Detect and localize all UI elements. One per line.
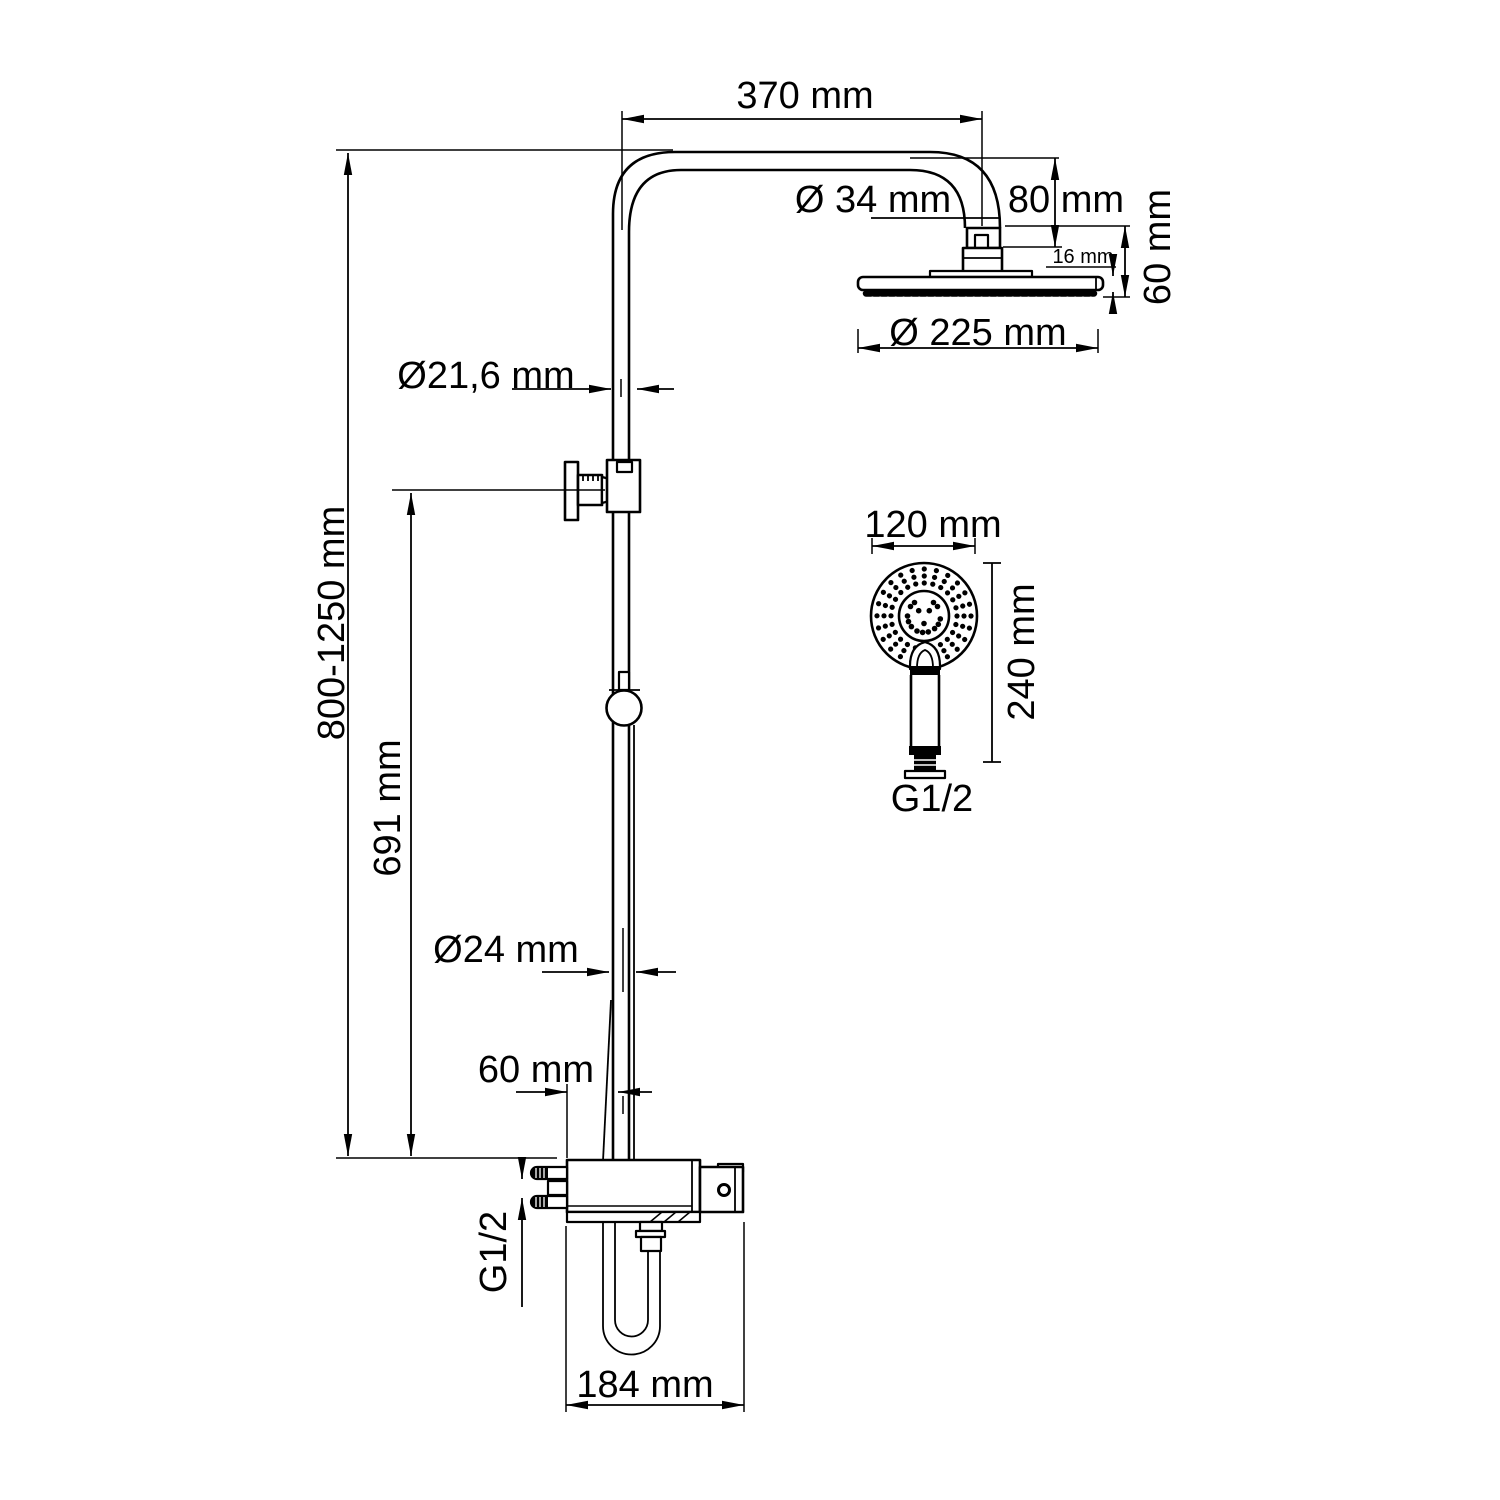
inlet-stub-top	[529, 1165, 569, 1181]
handle-screw	[717, 1183, 731, 1197]
mixer-handle-block	[698, 1165, 745, 1214]
dim-label-pipe-wall-offset: 60 mm	[478, 1049, 594, 1091]
dim-label-handshower-length: 240 mm	[1001, 583, 1043, 720]
dim-label-head-diameter: Ø 225 mm	[889, 312, 1066, 354]
overhead-shower	[856, 226, 1105, 297]
handle-flange	[903, 769, 947, 780]
dim-bracket-height: 691 mm	[367, 489, 605, 1156]
knob-ball	[605, 689, 643, 727]
dim-arm-tube-diameter: Ø 34 mm	[795, 179, 1000, 221]
mixer-base-strip	[565, 1210, 702, 1224]
dim-label-arm-tube-diameter: Ø 34 mm	[795, 179, 951, 221]
dim-head-height: 60 mm	[1005, 189, 1179, 305]
head-connector	[961, 246, 1004, 274]
dim-label-column-height-range: 800-1250 mm	[311, 506, 353, 740]
dim-arm-reach: 370 mm	[621, 75, 983, 230]
dim-inlet-thread: G1/2	[473, 1157, 527, 1307]
mixer-housing	[565, 1158, 702, 1214]
pipe-taper-line	[602, 999, 612, 1162]
dim-head-diameter: Ø 225 mm	[857, 312, 1099, 354]
inlet-center-block	[546, 1179, 569, 1197]
handle-bottom-band	[909, 746, 941, 755]
handle-top-band	[910, 666, 940, 675]
dim-label-mixer-width: 184 mm	[576, 1364, 713, 1406]
dim-label-bracket-height: 691 mm	[367, 739, 409, 876]
knob-stub	[617, 670, 631, 692]
dim-label-head-rim-thickness: 16 mm	[1052, 246, 1113, 268]
dim-mixer-width: 184 mm	[565, 1222, 745, 1412]
dim-pipe-wall-offset: 60 mm	[478, 1049, 652, 1158]
joint-notch	[973, 233, 990, 250]
dim-upper-pipe-diameter: Ø21,6 mm	[397, 355, 674, 397]
head-plate	[856, 275, 1105, 292]
dim-handshower-thread: G1/2	[891, 778, 973, 820]
mixer-body	[529, 1158, 745, 1253]
dim-handshower-head-diameter: 120 mm	[864, 504, 1002, 554]
shower-hose	[602, 1222, 661, 1356]
dim-handshower-length: 240 mm	[983, 562, 1043, 763]
dim-lower-pipe-diameter: Ø24 mm	[433, 928, 676, 992]
dim-head-rim-thickness: 16 mm	[1046, 246, 1118, 314]
bracket-flange	[563, 460, 580, 522]
handle-thread-connector	[914, 755, 936, 772]
dim-head-drop: 80 mm	[910, 157, 1124, 248]
hose-connector	[634, 1220, 667, 1253]
dim-label-head-height: 60 mm	[1137, 189, 1179, 305]
dim-label-inlet-thread: G1/2	[473, 1211, 515, 1293]
center-nozzle-dots	[904, 599, 944, 636]
dim-label-handshower-thread: G1/2	[891, 778, 973, 820]
bracket-notch	[615, 460, 634, 474]
dim-label-handshower-head-diameter: 120 mm	[864, 504, 1001, 546]
hand-shower	[869, 561, 979, 780]
dim-column-height-range: 800-1250 mm	[311, 149, 673, 1159]
dim-label-head-drop: 80 mm	[1008, 179, 1124, 221]
slider-bracket	[563, 458, 642, 522]
inlet-stub-bottom	[529, 1194, 569, 1210]
dim-label-arm-reach: 370 mm	[736, 75, 873, 117]
dim-label-upper-pipe-diameter: Ø21,6 mm	[397, 355, 574, 397]
diverter-knob	[605, 670, 643, 727]
dim-label-lower-pipe-diameter: Ø24 mm	[433, 929, 579, 971]
